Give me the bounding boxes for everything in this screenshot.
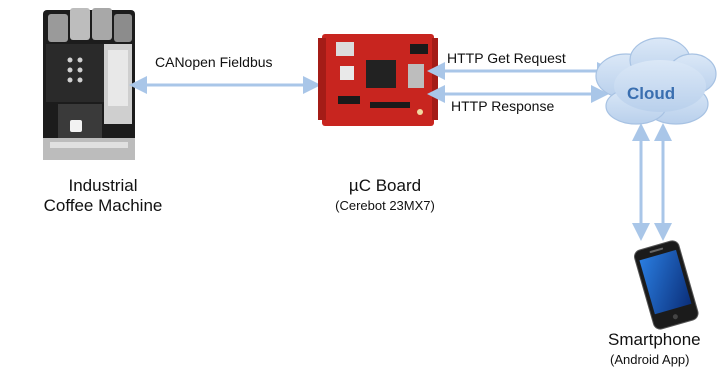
board-title: µC Board (348, 176, 422, 195)
coffee-machine-label-line1: Industrial (68, 176, 138, 195)
http-get-request-label: HTTP Get Request (447, 50, 566, 66)
coffee-machine-image (43, 8, 135, 160)
microcontroller-board-image (318, 34, 438, 126)
coffee-machine-label-line2: Coffee Machine (43, 196, 163, 215)
fieldbus-label: CANopen Fieldbus (155, 54, 273, 70)
cloud-shape (595, 37, 717, 125)
smartphone-image (634, 240, 699, 330)
smartphone-title: Smartphone (608, 330, 701, 349)
board-subtitle: (Cerebot 23MX7) (335, 198, 435, 213)
cloud-label: Cloud (627, 84, 676, 103)
smartphone-subtitle: (Android App) (610, 352, 690, 367)
http-response-label: HTTP Response (451, 98, 555, 114)
